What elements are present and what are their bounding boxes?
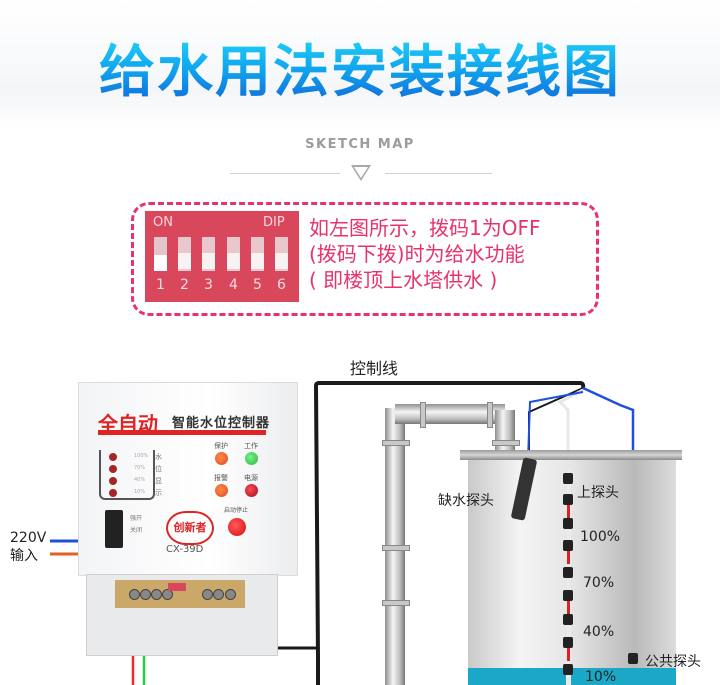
dip-number: 2 — [180, 277, 189, 293]
common-probe-node — [628, 653, 638, 664]
power-input-voltage: 220V — [10, 530, 47, 546]
mode-rocker-switch[interactable] — [105, 510, 123, 548]
dip-switch-photo: ON DIP 1 2 3 4 5 6 — [145, 211, 299, 302]
pipe-clamp — [487, 402, 493, 428]
terminal-screw — [162, 589, 173, 600]
indicator-label: 保护 — [214, 442, 228, 450]
level-side-text: 示 — [155, 489, 162, 497]
level-side-text: 位 — [155, 465, 162, 473]
pipe-clamp — [382, 600, 410, 606]
level-led — [109, 453, 117, 461]
probe-segment — [567, 548, 570, 564]
brand-logo: 创新者 — [166, 511, 214, 545]
level-led — [109, 477, 117, 485]
probe-segment — [567, 645, 570, 661]
probe-node — [563, 494, 573, 505]
power-input-text: 输入 — [10, 548, 38, 564]
dip-on-label: ON — [153, 215, 173, 230]
divider-left — [230, 173, 340, 174]
dip-note-line: 如左图所示，拨码1为OFF — [309, 216, 541, 240]
probe-node — [563, 518, 573, 529]
start-stop-label: 启动停止 — [224, 507, 249, 514]
probe-node — [563, 567, 573, 578]
dip-switch-3 — [202, 237, 215, 271]
dip-number: 3 — [204, 277, 213, 293]
header-background — [0, 0, 720, 130]
level-mark-10: 10% — [585, 669, 617, 685]
dip-number: 4 — [229, 277, 238, 293]
terminal-screw — [202, 589, 213, 600]
probe-node — [563, 590, 573, 601]
level-led — [109, 489, 117, 497]
dip-switch-2 — [178, 237, 191, 271]
level-label: 100% — [134, 453, 149, 459]
dip-note-box — [131, 202, 599, 316]
common-probe-label: 公共探头 — [645, 654, 701, 670]
model-number: CX-39D — [166, 544, 204, 555]
dip-switch-mini — [168, 583, 186, 591]
divider-right — [385, 173, 492, 174]
pipe-clamp — [382, 440, 410, 446]
dip-note-line: (拨码下拨)时为给水功能 — [309, 242, 525, 266]
level-label: 70% — [134, 465, 146, 471]
probe-node — [563, 614, 573, 625]
water-tank-rim — [460, 450, 682, 460]
pipe-clamp — [492, 440, 520, 446]
water-level — [468, 668, 676, 685]
level-side-text: 水 — [155, 453, 162, 461]
water-pipe-outlet — [495, 410, 515, 454]
switch-label: 强开 — [130, 515, 143, 522]
indicator-label: 电源 — [244, 474, 258, 482]
dip-switch-1 — [154, 237, 167, 271]
pipe-clamp — [382, 545, 410, 551]
power-input-label: 220V 输入 — [10, 529, 46, 565]
switch-label: 关闭 — [130, 527, 143, 534]
page-title: 给水用法安装接线图 — [0, 38, 720, 108]
pipe-clamp — [420, 402, 426, 428]
work-led-icon — [245, 452, 258, 465]
alarm-led-icon — [215, 484, 228, 497]
terminal-screw — [151, 589, 162, 600]
level-side-text: 显 — [155, 477, 162, 485]
dip-note-text: 如左图所示，拨码1为OFF (拨码下拨)时为给水功能 ( 即楼顶上水塔供水 ) — [309, 215, 540, 293]
dip-number: 6 — [277, 277, 286, 293]
dip-label: DIP — [263, 215, 285, 230]
controller-product-name: 智能水位控制器 — [172, 416, 271, 431]
top-probe-label: 上探头 — [577, 485, 619, 501]
start-stop-button[interactable] — [228, 518, 246, 536]
probe-node — [563, 664, 573, 675]
low-water-probe-label: 缺水探头 — [438, 493, 494, 509]
probe-node — [563, 637, 573, 648]
probe-node — [563, 473, 573, 484]
dip-note-line: ( 即楼顶上水塔供水 ) — [309, 268, 498, 292]
terminal-screw — [225, 589, 236, 600]
level-led — [109, 465, 117, 473]
control-wire-label: 控制线 — [350, 359, 399, 378]
dip-number: 1 — [156, 277, 165, 293]
level-display: 100% 70% 40% 10% — [99, 450, 155, 500]
terminal-screw — [213, 589, 224, 600]
terminal-screw — [129, 589, 140, 600]
probe-node — [563, 540, 573, 551]
dip-switch-4 — [227, 237, 240, 271]
level-mark-40: 40% — [583, 624, 615, 640]
dip-number: 5 — [253, 277, 262, 293]
terminal-screw — [140, 589, 151, 600]
brand-strip — [98, 430, 266, 435]
probe-segment — [567, 505, 570, 523]
indicator-label: 报警 — [214, 474, 228, 482]
probe-segment — [567, 598, 570, 614]
level-mark-100: 100% — [580, 529, 621, 545]
triangle-down-icon-inner — [354, 167, 368, 178]
dip-switch-5 — [251, 237, 264, 271]
level-mark-70: 70% — [583, 575, 615, 591]
power-led-icon — [245, 484, 258, 497]
level-label: 10% — [134, 489, 146, 495]
protect-led-icon — [215, 452, 228, 465]
dip-switch-6 — [275, 237, 288, 271]
indicator-label: 工作 — [244, 442, 258, 450]
level-label: 40% — [134, 477, 146, 483]
section-subtitle: SKETCH MAP — [305, 137, 415, 152]
